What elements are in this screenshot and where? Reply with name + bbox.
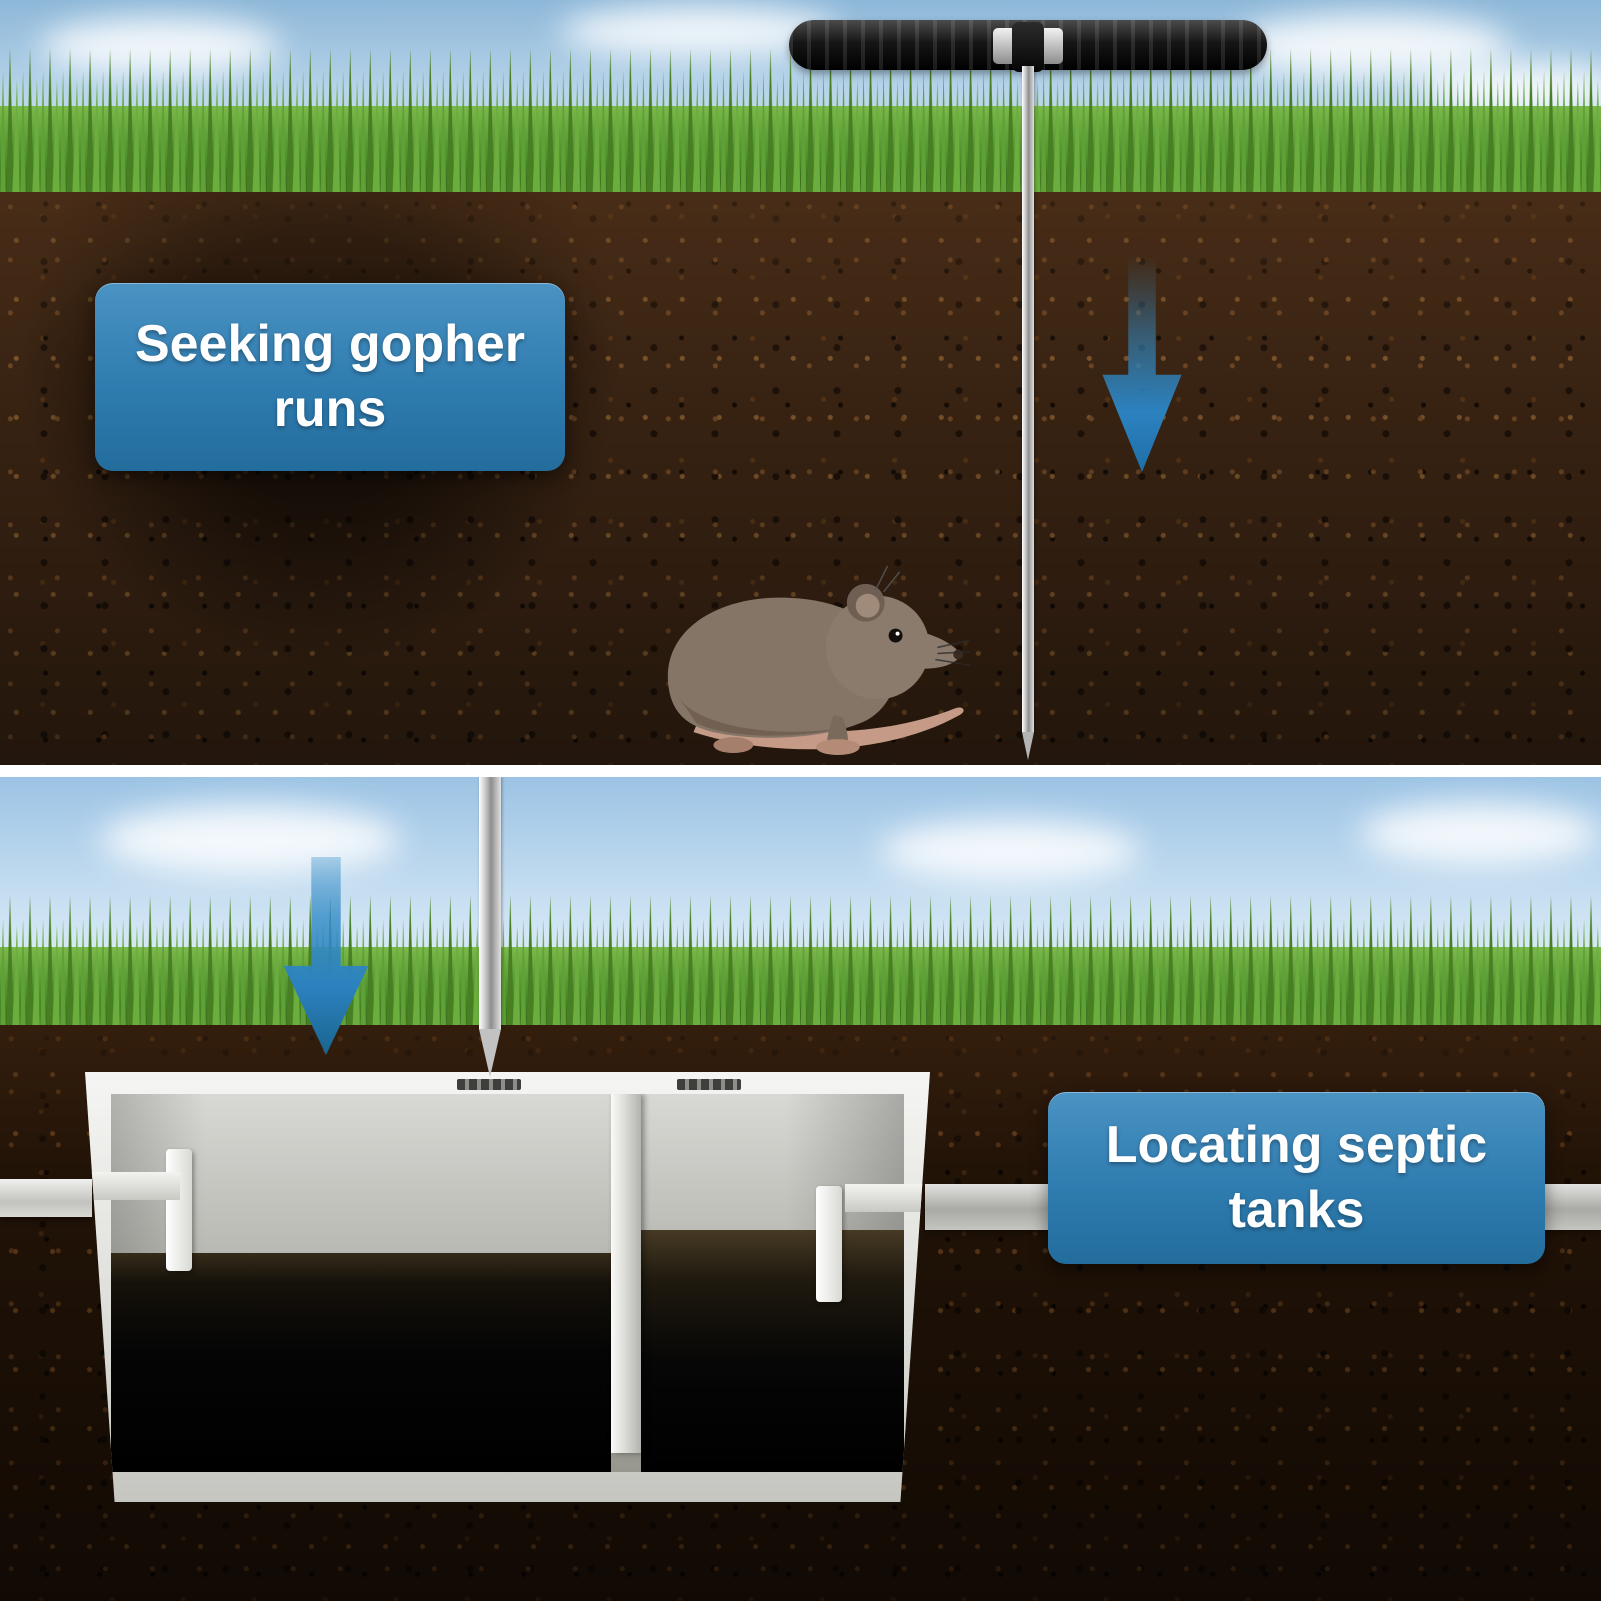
probe-shaft — [1022, 66, 1034, 732]
inlet-baffle — [166, 1149, 192, 1271]
probe-handle-collar — [1012, 22, 1044, 72]
cloud-icon — [100, 805, 400, 875]
inlet-pipe — [0, 1179, 92, 1217]
septic-tank-icon — [85, 1072, 930, 1502]
gopher-icon — [667, 565, 970, 756]
grass-strip — [0, 895, 1601, 1033]
outlet-pipe-stub — [845, 1184, 930, 1212]
outlet-baffle — [816, 1186, 842, 1302]
callout-gopher-runs-label: Seeking gopher runs — [134, 315, 526, 438]
sludge-chamber-2 — [640, 1230, 904, 1472]
callout-septic-tanks-label: Locating septic tanks — [1105, 1116, 1488, 1239]
callout-septic-tanks: Locating septic tanks — [1048, 1092, 1545, 1264]
panel-gopher-scene: Seeking gopher runs — [0, 0, 1601, 765]
septic-tank-interior — [111, 1094, 904, 1472]
tank-vent-icon — [676, 1079, 741, 1090]
probe-tip — [1022, 732, 1034, 760]
soil-probe-tip-icon — [462, 777, 518, 1079]
cloud-icon — [880, 821, 1140, 881]
callout-gopher-runs: Seeking gopher runs — [95, 283, 565, 471]
grass-strip — [0, 48, 1601, 200]
tank-divider-wall — [610, 1094, 641, 1454]
inlet-pipe-stub — [85, 1172, 180, 1200]
tank-vent-icon — [456, 1079, 521, 1090]
probe-tip — [479, 1029, 501, 1077]
panel-septic-scene: Locating septic tanks — [0, 777, 1601, 1601]
cloud-icon — [1360, 803, 1600, 865]
sludge-chamber-1 — [111, 1252, 611, 1472]
probe-shaft — [479, 777, 501, 1029]
soil-probe-icon — [789, 20, 1267, 765]
